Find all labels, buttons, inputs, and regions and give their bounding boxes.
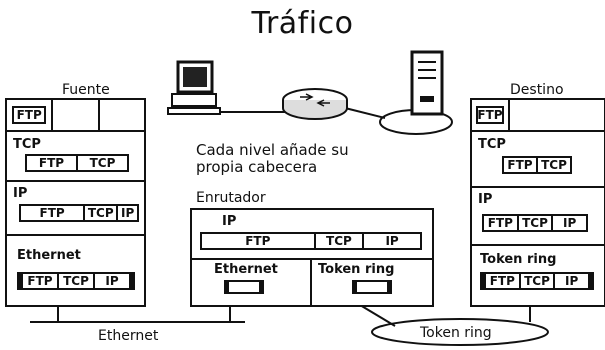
source-ethernet-frame: FTP TCP IP (17, 272, 135, 290)
router-top-link (344, 107, 386, 119)
ethernet-network-label: Ethernet (98, 328, 159, 344)
destination-app-ftp: FTP (476, 106, 504, 124)
source-tcp-cell-ftp: FTP (27, 156, 78, 170)
router-ip-cell-tcp: TCP (316, 234, 365, 248)
source-label: Fuente (62, 82, 110, 98)
source-tcp-cell-tcp: TCP (89, 156, 116, 170)
token-ring-network-label: Token ring (420, 325, 492, 341)
source-app-ftp: FTP (12, 106, 47, 124)
destination-ip-segment: FTP TCP IP (482, 214, 588, 232)
destination-ip-label: IP (478, 192, 493, 207)
computer-icon (167, 60, 221, 115)
router-split (310, 258, 312, 305)
destination-stack: FTP TCP FTP TCP IP FTP TCP IP Token ring… (470, 98, 605, 307)
router-tokenring-link (359, 304, 396, 327)
router-label: Enrutador (196, 190, 266, 206)
destination-divider-2 (472, 244, 604, 246)
server-icon (410, 50, 444, 116)
router-icon (282, 88, 348, 120)
source-divider-1 (7, 180, 144, 182)
destination-tcp-cell-tcp: TCP (541, 158, 567, 172)
destination-tr-cell-ftp: FTP (486, 274, 521, 288)
source-divider-2 (7, 234, 144, 236)
source-ip-cell-tcp: TCP (85, 206, 119, 220)
source-ip-label: IP (13, 186, 28, 201)
router-ip-label: IP (222, 214, 237, 229)
router-ethernet-label: Ethernet (214, 262, 278, 277)
destination-tr-cell-ip: IP (565, 274, 579, 288)
router-ip-cell-ip: IP (385, 234, 399, 248)
router-divider (192, 258, 432, 260)
router-stack: IP FTP TCP IP Ethernet Token ring (190, 208, 434, 307)
destination-app-row: FTP (472, 100, 604, 132)
destination-ip-cell-tcp: TCP (519, 216, 554, 230)
source-ethernet-label: Ethernet (17, 248, 81, 263)
source-stack: FTP TCP FTP TCP IP FTP TCP IP Ethernet F… (5, 98, 146, 307)
source-ip-segment: FTP TCP IP (19, 204, 139, 222)
router-token-ring-frame (352, 280, 392, 294)
source-tcp-label: TCP (13, 137, 41, 152)
router-ip-cell-ftp: FTP (202, 234, 316, 248)
destination-token-ring-label: Token ring (480, 252, 557, 267)
destination-tr-cell-tcp: TCP (521, 274, 556, 288)
router-ip-segment: FTP TCP IP (200, 232, 422, 250)
source-ip-cell-ftp: FTP (21, 206, 86, 220)
source-eth-cell-ip: IP (105, 274, 119, 288)
source-app-row: FTP (7, 100, 144, 132)
router-token-ring-label: Token ring (318, 262, 395, 277)
caption-line-2: propia cabecera (196, 158, 318, 176)
destination-tcp-label: TCP (478, 137, 506, 152)
destination-tcp-segment: FTP TCP (502, 156, 572, 174)
destination-divider-1 (472, 186, 604, 188)
destination-tcp-cell-ftp: FTP (504, 158, 538, 172)
source-eth-cell-ftp: FTP (23, 274, 59, 288)
destination-label: Destino (510, 82, 564, 98)
page-title: Tráfico (251, 6, 354, 41)
token-ring-bottom (371, 318, 549, 346)
router-ethernet-frame (224, 280, 264, 294)
caption: Cada nivel añade su propia cabecera (196, 142, 349, 176)
destination-ip-cell-ftp: FTP (484, 216, 519, 230)
source-tcp-segment: FTP TCP (25, 154, 129, 172)
destination-ip-cell-ip: IP (563, 216, 577, 230)
caption-line-1: Cada nivel añade su (196, 141, 349, 159)
destination-token-ring-frame: FTP TCP IP (480, 272, 594, 290)
source-ip-cell-ip: IP (121, 206, 135, 220)
source-eth-cell-tcp: TCP (59, 274, 95, 288)
